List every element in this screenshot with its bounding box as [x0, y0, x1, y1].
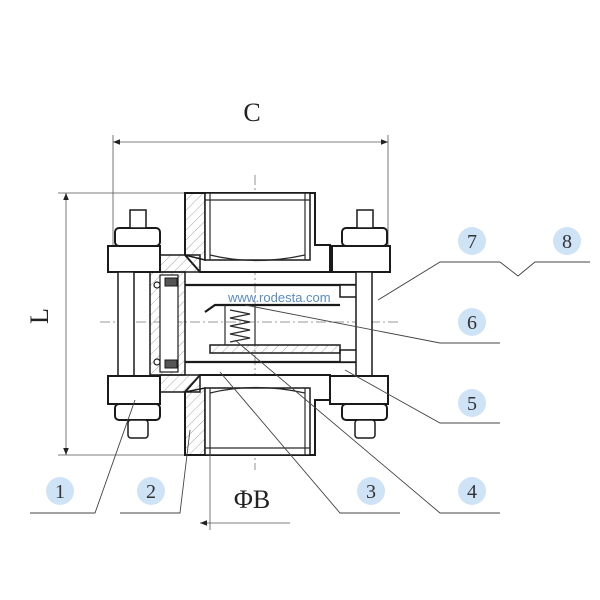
part-bubble-8: 8: [553, 227, 581, 255]
dimension-phi-b: ΦB: [200, 455, 290, 530]
upper-body: [159, 192, 331, 273]
check-disc-and-spring: [204, 303, 341, 354]
lower-body: [159, 374, 331, 456]
part-number-label: 1: [55, 481, 65, 503]
dimension-l-label: L: [25, 308, 54, 324]
part-number-label: 5: [467, 393, 477, 415]
part-bubble-5: 5: [458, 389, 486, 417]
part-number-label: 6: [467, 312, 477, 334]
part-number-label: 2: [146, 481, 156, 503]
part-bubble-4: 4: [458, 477, 486, 505]
dimension-l: L: [25, 192, 195, 456]
dimension-c-label: C: [243, 98, 260, 127]
part-number-label: 4: [467, 481, 477, 503]
part-bubble-1: 1: [46, 477, 74, 505]
part-number-label: 7: [467, 231, 477, 253]
part-bubble-2: 2: [137, 477, 165, 505]
part-bubble-3: 3: [357, 477, 385, 505]
leader-lines: [30, 261, 590, 514]
dimension-c: C: [112, 98, 389, 248]
left-bolt: [107, 209, 161, 439]
part-number-label: 8: [562, 231, 572, 253]
part-bubble-6: 6: [458, 308, 486, 336]
part-number-label: 3: [366, 481, 376, 503]
dimension-phi-b-label: ΦB: [234, 485, 270, 514]
middle-body: [149, 271, 361, 376]
watermark-text: www.rodesta.com: [227, 290, 331, 305]
right-bolt: [329, 209, 391, 439]
part-bubble-7: 7: [458, 227, 486, 255]
